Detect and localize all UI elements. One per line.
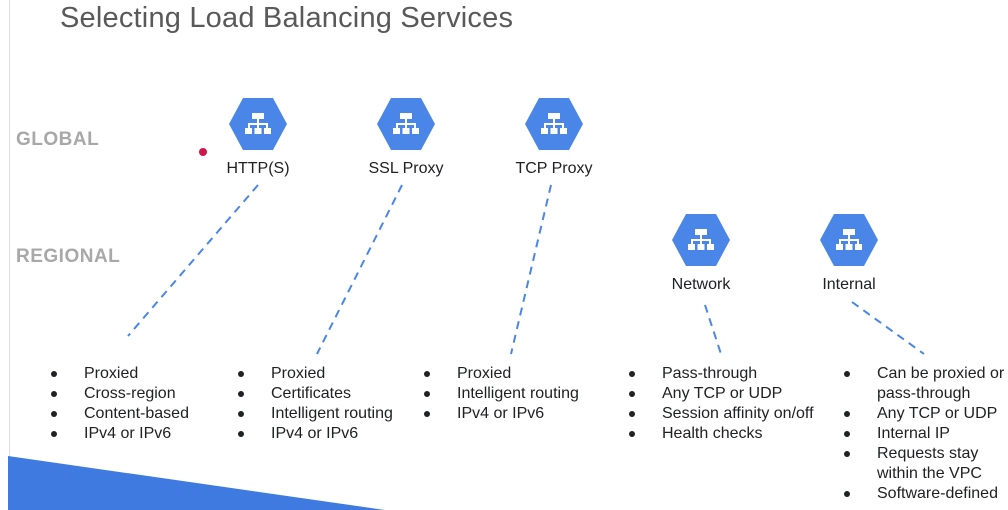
feature-item: Can be proxied or pass-through xyxy=(844,364,1008,404)
feature-item: IPv4 or IPv6 xyxy=(424,404,579,424)
network-glyph xyxy=(393,113,419,134)
service-label: Network xyxy=(671,276,731,293)
feature-item: IPv4 or IPv6 xyxy=(51,424,189,444)
network-glyph xyxy=(688,229,714,250)
feature-item: Internal IP xyxy=(844,424,1008,444)
service-label: TCP Proxy xyxy=(515,160,593,177)
feature-item: Proxied xyxy=(238,364,393,384)
feature-item: IPv4 or IPv6 xyxy=(238,424,393,444)
service-label: SSL Proxy xyxy=(368,160,444,177)
service-node-tcp-proxy: TCP Proxy xyxy=(489,97,619,178)
service-node-http: HTTP(S) xyxy=(193,97,323,178)
load-balancer-icon xyxy=(672,214,730,266)
feature-item: Any TCP or UDP xyxy=(844,404,1008,424)
feature-item: Session affinity on/off xyxy=(629,404,814,424)
feature-list-http: Proxied Cross-region Content-based IPv4 … xyxy=(51,364,189,444)
feature-item: Intelligent routing xyxy=(238,404,393,424)
feature-item: Content-based xyxy=(51,404,189,424)
feature-item: Proxied xyxy=(424,364,579,384)
service-node-internal: Internal xyxy=(784,213,914,294)
feature-item: Cross-region xyxy=(51,384,189,404)
service-label: Internal xyxy=(822,276,876,293)
load-balancer-icon xyxy=(525,98,583,150)
feature-list-network: Pass-through Any TCP or UDP Session affi… xyxy=(629,364,814,444)
service-node-network: Network xyxy=(636,213,766,294)
network-glyph xyxy=(836,229,862,250)
laser-pointer-dot xyxy=(199,148,207,156)
load-balancer-icon xyxy=(229,98,287,150)
feature-list-tcp-proxy: Proxied Intelligent routing IPv4 or IPv6 xyxy=(424,364,579,424)
feature-item: Proxied xyxy=(51,364,189,384)
tier-label-regional: REGIONAL xyxy=(16,246,121,267)
slide-left-border xyxy=(9,0,10,470)
feature-item: Health checks xyxy=(629,424,814,444)
feature-item: Requests stay within the VPC xyxy=(844,444,1008,484)
network-glyph xyxy=(541,113,567,134)
feature-item: Pass-through xyxy=(629,364,814,384)
service-node-ssl-proxy: SSL Proxy xyxy=(341,97,471,178)
feature-list-ssl-proxy: Proxied Certificates Intelligent routing… xyxy=(238,364,393,444)
feature-item: Software-defined xyxy=(844,484,1008,504)
feature-item: Any TCP or UDP xyxy=(629,384,814,404)
service-label: HTTP(S) xyxy=(226,160,290,177)
network-glyph xyxy=(245,113,271,134)
load-balancer-icon xyxy=(377,98,435,150)
feature-item: Intelligent routing xyxy=(424,384,579,404)
slide-title: Selecting Load Balancing Services xyxy=(60,2,514,34)
feature-item: Certificates xyxy=(238,384,393,404)
load-balancer-icon xyxy=(820,214,878,266)
wedge-shape xyxy=(8,456,385,510)
tier-label-global: GLOBAL xyxy=(16,129,100,150)
feature-list-internal: Can be proxied or pass-through Any TCP o… xyxy=(844,364,1008,504)
